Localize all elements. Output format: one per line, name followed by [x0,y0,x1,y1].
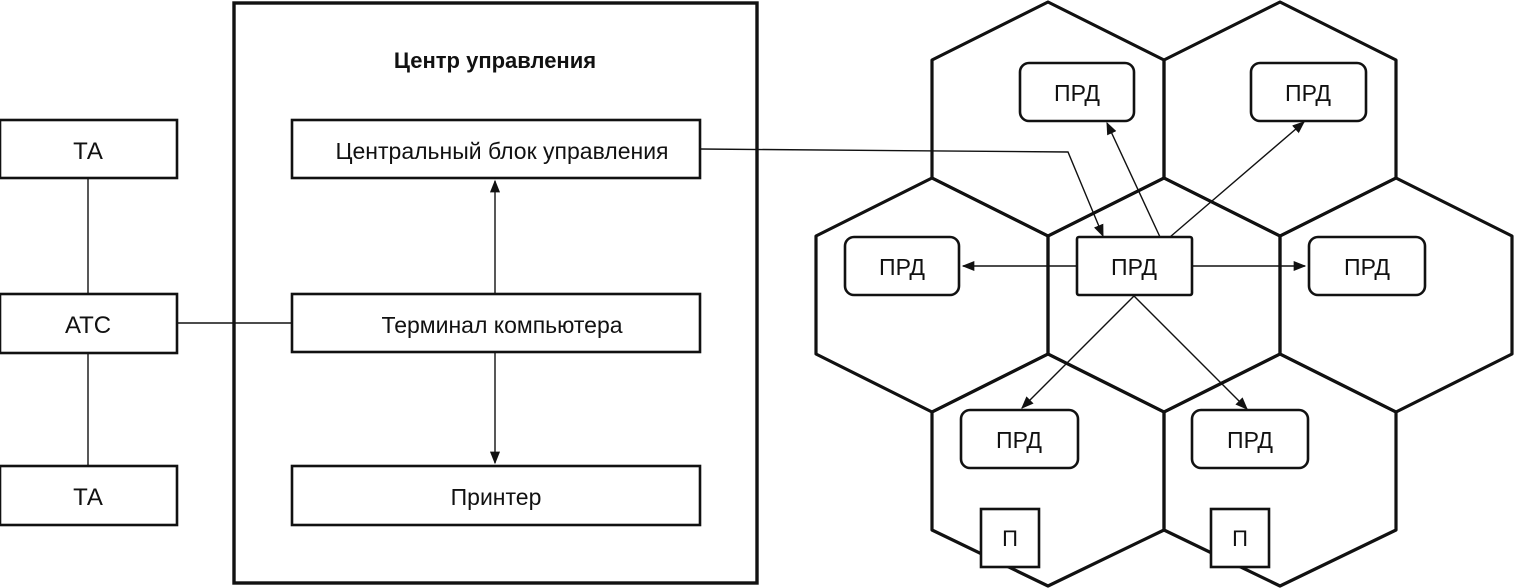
cell-bottom-right [1162,352,1398,588]
transmitter-top-left: ПРД [1018,61,1136,123]
arrow-to-top-right [1169,121,1305,238]
printer-label: Принтер [451,484,542,510]
transmitter-center: ПРД [1075,235,1194,297]
ats-block: АТС [0,292,179,355]
arrow-to-top-left [1106,121,1161,238]
cell-bottom-left [930,352,1166,588]
receiver-bottom-right: П [1209,507,1271,569]
transmitter-top-right: ПРД [1249,61,1368,123]
arrow-to-bottom-left [1021,295,1135,409]
ta-bottom-label: ТА [73,484,103,511]
transmitter-bottom-left: ПРД [959,408,1080,470]
control-center-title: Центр управления [394,48,596,73]
ats-label: АТС [65,312,111,339]
transmitter-label: ПРД [996,427,1042,453]
ta-bottom-block: ТА [0,464,179,527]
cell-grid [814,0,1514,588]
transmitter-label: ПРД [879,254,925,280]
transmitter-label: ПРД [1227,427,1273,453]
central-unit-block: Центральный блок управления [290,118,702,180]
ta-top-block: ТА [0,118,179,180]
ta-top-label: ТА [73,138,103,165]
transmitter-label: ПРД [1054,80,1100,106]
transmitter-left: ПРД [843,235,961,297]
transmitter-label: ПРД [1285,80,1331,106]
control-center-frame [232,1,759,585]
central-unit-to-cell-link [699,148,1104,238]
terminal-label: Терминал компьютера [381,312,622,338]
receiver-bottom-left: П [979,507,1041,569]
arrow-to-bottom-right [1133,295,1248,410]
terminal-block: Терминал компьютера [290,292,702,354]
receiver-label: П [1232,526,1248,551]
printer-block: Принтер [290,464,702,527]
central-unit-label: Центральный блок управления [335,138,668,164]
receiver-label: П [1002,526,1018,551]
transmitter-label: ПРД [1111,254,1157,280]
transmitter-bottom-right: ПРД [1190,408,1310,470]
transmitter-right: ПРД [1307,235,1427,297]
transmitter-label: ПРД [1344,254,1390,280]
